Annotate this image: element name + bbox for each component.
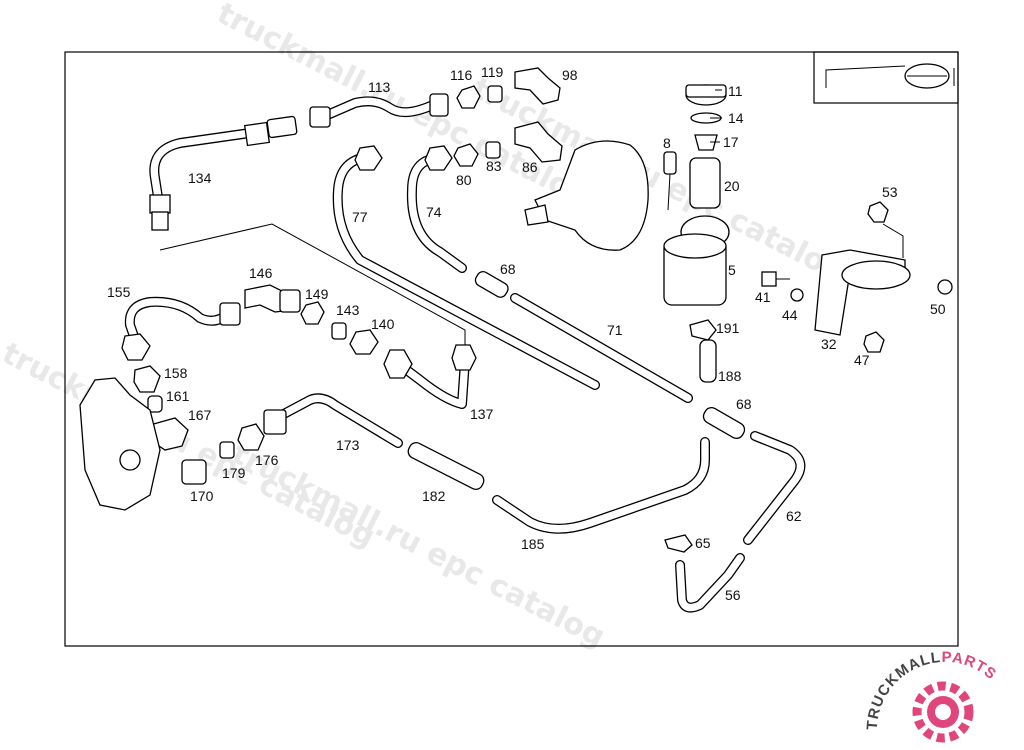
label-11: 11 [728,83,743,99]
label-173: 173 [336,437,360,453]
label-167: 167 [188,407,212,423]
label-74: 74 [426,204,442,220]
label-176: 176 [255,452,279,468]
label-149: 149 [305,286,329,302]
label-77: 77 [352,209,368,225]
bracket-assembly [761,201,953,353]
label-188: 188 [718,368,742,384]
label-17: 17 [723,134,739,150]
label-8: 8 [663,135,671,151]
label-65: 65 [695,535,711,551]
truckmall-logo: TRUCKMALLPARTS [864,649,999,743]
label-191: 191 [716,320,740,336]
hose-68-upper [474,270,509,298]
label-182: 182 [422,488,446,504]
label-170: 170 [190,488,214,504]
label-68-upper: 68 [500,261,516,277]
watermark-3: truckmall.ru epc catalog [0,336,381,555]
label-140: 140 [371,316,395,332]
label-113: 113 [368,79,391,95]
label-5: 5 [728,262,736,278]
label-50: 50 [930,301,946,317]
label-71: 71 [607,322,623,338]
hose-188 [699,339,717,383]
label-179: 179 [222,465,246,481]
fittings [121,67,717,553]
label-146: 146 [249,265,273,281]
label-137: 137 [470,406,494,422]
hose-182 [407,442,485,490]
label-155: 155 [107,284,131,300]
label-185: 185 [521,536,545,552]
leader-lines [159,89,904,345]
label-56: 56 [725,587,741,603]
label-134: 134 [188,170,212,186]
label-80: 80 [456,172,472,188]
label-161: 161 [166,388,190,404]
label-119: 119 [481,64,504,80]
label-20: 20 [724,178,740,194]
label-98: 98 [562,67,578,83]
pump-body [524,140,649,251]
label-14: 14 [728,110,744,126]
label-32: 32 [821,336,837,352]
injection-pump [79,377,161,511]
label-116: 116 [450,67,473,83]
hose-68-lower [702,406,746,440]
hose-segments [407,270,746,490]
gear-icon [912,681,974,743]
label-68-lower: 68 [736,396,752,412]
watermark-4: truckmall.ru epc catalog [226,436,610,655]
label-62: 62 [786,508,802,524]
label-143: 143 [336,302,360,318]
logo-text-accent: PARTS [941,649,999,684]
label-53: 53 [882,184,898,200]
label-158: 158 [164,365,188,381]
label-44: 44 [782,307,798,323]
label-47: 47 [854,352,870,368]
label-41: 41 [755,289,771,305]
diagram-frame [64,51,959,647]
pipes [124,96,806,613]
label-86: 86 [522,159,538,175]
label-83: 83 [486,158,502,174]
inset-key-box [813,51,959,104]
callout-labels: 113 116 119 98 11 14 17 8 20 5 134 80 83… [107,64,946,603]
